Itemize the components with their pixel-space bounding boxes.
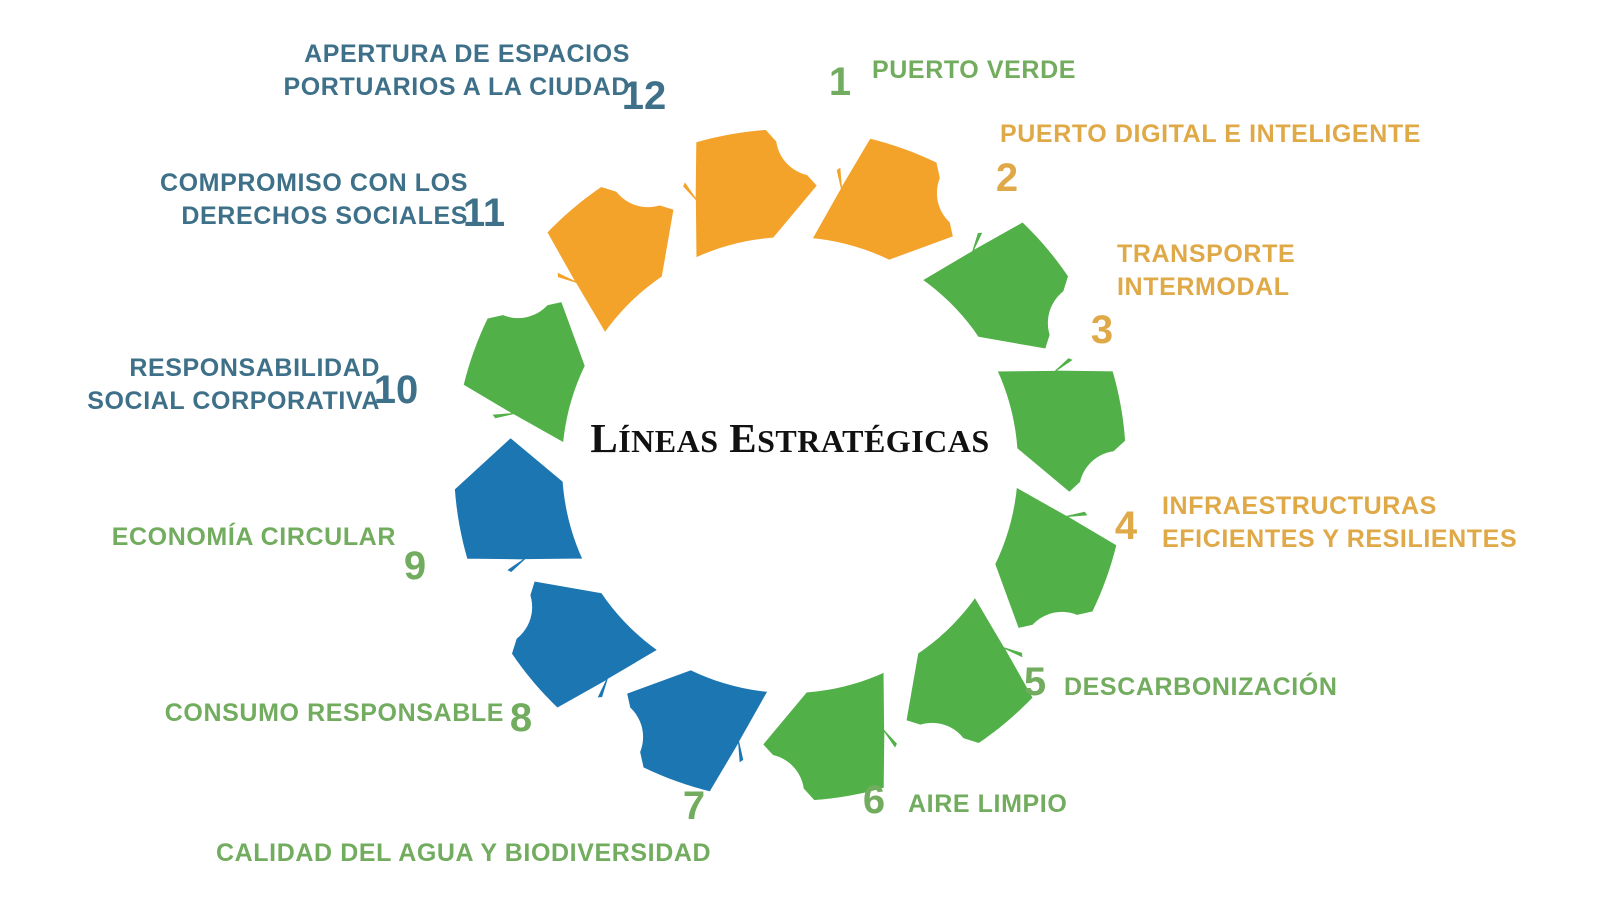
segment-number-3: 3: [1090, 308, 1114, 352]
segment-number-6: 6: [862, 778, 886, 822]
segment-number-5: 5: [1023, 660, 1047, 704]
segment-label-11[interactable]: COMPROMISO CON LOS DERECHOS SOCIALES: [159, 169, 468, 230]
segment-number-4: 4: [1114, 504, 1138, 548]
segment-label-7[interactable]: CALIDAD DEL AGUA Y BIODIVERSIDAD: [216, 839, 712, 867]
ring-segment-11[interactable]: [507, 577, 665, 742]
segment-number-bite-7: [1078, 450, 1159, 531]
segment-number-bite-11: [563, 696, 644, 777]
ring-segment-12[interactable]: [450, 432, 589, 606]
segment-number-2: 2: [995, 156, 1019, 200]
ring-segments: [421, 96, 1159, 834]
segment-label-1[interactable]: PUERTO VERDE: [872, 56, 1077, 84]
ring-segment-7[interactable]: [990, 481, 1129, 633]
segment-number-bite-4: [775, 96, 856, 177]
ring-segment-10[interactable]: [622, 665, 774, 804]
segment-label-10[interactable]: RESPONSABILIDAD SOCIAL CORPORATIVA: [87, 354, 380, 415]
ring-segment-9[interactable]: [757, 666, 931, 805]
segment-number-1: 1: [828, 60, 852, 104]
segment-number-bite-5: [936, 153, 1017, 234]
segment-number-8: 8: [509, 696, 533, 740]
segment-label-8[interactable]: CONSUMO RESPONSABLE: [164, 699, 504, 727]
segment-label-12[interactable]: APERTURA DE ESPACIOS PORTUARIOS A LA CIU…: [283, 40, 630, 101]
segment-label-4[interactable]: INFRAESTRUCTURAS EFICIENTES Y RESILIENTE…: [1162, 492, 1518, 553]
title-word1-rest: ÍNEAS: [618, 423, 719, 459]
segment-number-9: 9: [403, 544, 427, 588]
ring-segment-8[interactable]: [902, 590, 1067, 748]
segment-number-bite-2: [478, 238, 559, 319]
ring-segment-2[interactable]: [513, 182, 678, 340]
page-title: LÍNEAS ESTRATÉGICAS: [500, 418, 1080, 459]
title-word1-cap: L: [590, 415, 619, 461]
title-word2-rest: STRATÉGICAS: [757, 423, 990, 459]
segment-label-5[interactable]: DESCARBONIZACIÓN: [1064, 673, 1338, 701]
segment-number-11: 11: [462, 191, 506, 235]
segment-number-bite-1: [421, 399, 502, 480]
segment-number-bite-3: [607, 127, 688, 208]
segment-number-12: 12: [621, 74, 667, 118]
segment-number-10: 10: [373, 368, 419, 412]
segment-number-7: 7: [682, 784, 706, 828]
segment-number-bite-8: [1021, 611, 1102, 692]
segment-label-3[interactable]: TRANSPORTE INTERMODAL: [1117, 240, 1296, 301]
ring-segment-4[interactable]: [806, 126, 958, 265]
ring-segment-5[interactable]: [915, 188, 1073, 353]
segment-number-bite-12: [452, 567, 533, 648]
ring-segment-3[interactable]: [649, 125, 823, 264]
segment-number-bite-6: [1047, 282, 1128, 363]
ring-segment-1[interactable]: [451, 297, 590, 449]
title-word2-cap: E: [729, 415, 758, 461]
segment-number-bite-9: [892, 722, 973, 803]
segment-number-bite-10: [724, 753, 805, 834]
segment-label-6[interactable]: AIRE LIMPIO: [908, 790, 1068, 818]
segment-label-2[interactable]: PUERTO DIGITAL E INTELIGENTE: [1000, 120, 1421, 148]
segment-label-9[interactable]: ECONOMÍA CIRCULAR: [111, 523, 396, 551]
ring-segment-6[interactable]: [991, 324, 1130, 498]
